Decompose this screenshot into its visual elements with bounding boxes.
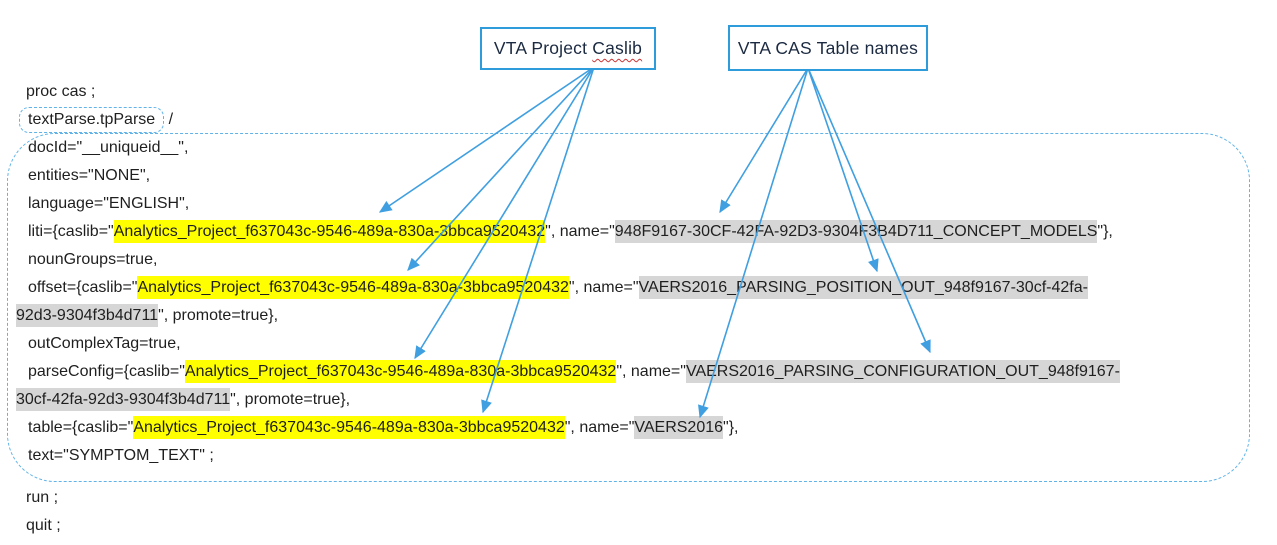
code-text: language="ENGLISH", <box>28 195 190 212</box>
code-text: ", name=" <box>545 223 615 240</box>
code-line: text="SYMPTOM_TEXT" ; <box>0 442 1120 470</box>
code-line: language="ENGLISH", <box>0 190 1120 218</box>
code-text: ", promote=true}, <box>158 307 279 324</box>
table-name-highlight: VAERS2016_PARSING_CONFIGURATION_OUT_948f… <box>685 360 1120 383</box>
code-text: "}, <box>1097 223 1113 240</box>
code-text: ", promote=true}, <box>230 391 351 408</box>
caslib-highlight: Analytics_Project_f637043c-9546-489a-830… <box>137 276 569 299</box>
code-text: proc cas ; <box>26 83 96 100</box>
code-text: nounGroups=true, <box>28 251 158 268</box>
code-text: parseConfig={caslib=" <box>28 363 185 380</box>
code-line: proc cas ; <box>0 78 1120 106</box>
code-text: entities="NONE", <box>28 167 151 184</box>
code-line: parseConfig={caslib="Analytics_Project_f… <box>0 358 1120 386</box>
parse-body-outline <box>7 133 1250 482</box>
code-line: 30cf-42fa-92d3-9304f3b4d711", promote=tr… <box>0 386 1120 414</box>
table-name-highlight: VAERS2016 <box>634 416 724 439</box>
code-text: text="SYMPTOM_TEXT" ; <box>28 447 214 464</box>
code-line: offset={caslib="Analytics_Project_f63704… <box>0 274 1120 302</box>
code-line: entities="NONE", <box>0 162 1120 190</box>
code-text: / <box>164 111 174 128</box>
callout-label: VTA CAS Table names <box>737 37 919 58</box>
code-text: ", name=" <box>616 363 686 380</box>
caslib-highlight: Analytics_Project_f637043c-9546-489a-830… <box>133 416 565 439</box>
callout-label: VTA Project Caslib <box>493 38 643 58</box>
caslib-highlight: Analytics_Project_f637043c-9546-489a-830… <box>184 360 617 383</box>
table-name-highlight: 948F9167-30CF-42FA-92D3-9304F3B4D711_CON… <box>614 220 1098 243</box>
table-name-highlight: 30cf-42fa-92d3-9304f3b4d711 <box>16 388 231 411</box>
code-line: 92d3-9304f3b4d711", promote=true}, <box>0 302 1120 330</box>
code-block: proc cas ; textParse.tpParse / docId="__un… <box>0 78 1120 540</box>
code-line: outComplexTag=true, <box>0 330 1120 358</box>
code-text: table={caslib=" <box>28 419 134 436</box>
table-name-highlight: VAERS2016_PARSING_POSITION_OUT_948f9167-… <box>638 276 1088 299</box>
code-line: table={caslib="Analytics_Project_f637043… <box>0 414 1120 442</box>
table-name-highlight: 92d3-9304f3b4d711 <box>16 304 159 327</box>
code-text: quit ; <box>26 517 61 534</box>
code-text: outComplexTag=true, <box>28 335 181 352</box>
code-text: "}, <box>723 419 739 436</box>
code-line: liti={caslib="Analytics_Project_f637043c… <box>0 218 1120 246</box>
code-line: run ; <box>0 484 1120 512</box>
code-text: offset={caslib=" <box>28 279 138 296</box>
tpparse-action-outline: textParse.tpParse <box>19 107 165 133</box>
callout-vta-cas-table-names: VTA CAS Table names <box>728 25 928 71</box>
code-text: docId="__uniqueid__", <box>28 139 189 156</box>
code-line: quit ; <box>0 512 1120 540</box>
code-text: ", name=" <box>568 279 639 296</box>
code-line: textParse.tpParse / <box>0 106 1120 134</box>
callout-vta-project-caslib: VTA Project Caslib <box>480 27 656 70</box>
code-line: docId="__uniqueid__", <box>0 134 1120 162</box>
spellchecked-word: Caslib <box>592 38 643 58</box>
code-line: nounGroups=true, <box>0 246 1120 274</box>
code-text: liti={caslib=" <box>28 223 114 240</box>
code-text: run ; <box>26 489 59 506</box>
caslib-highlight: Analytics_Project_f637043c-9546-489a-830… <box>113 220 546 243</box>
code-text: ", name=" <box>564 419 635 436</box>
